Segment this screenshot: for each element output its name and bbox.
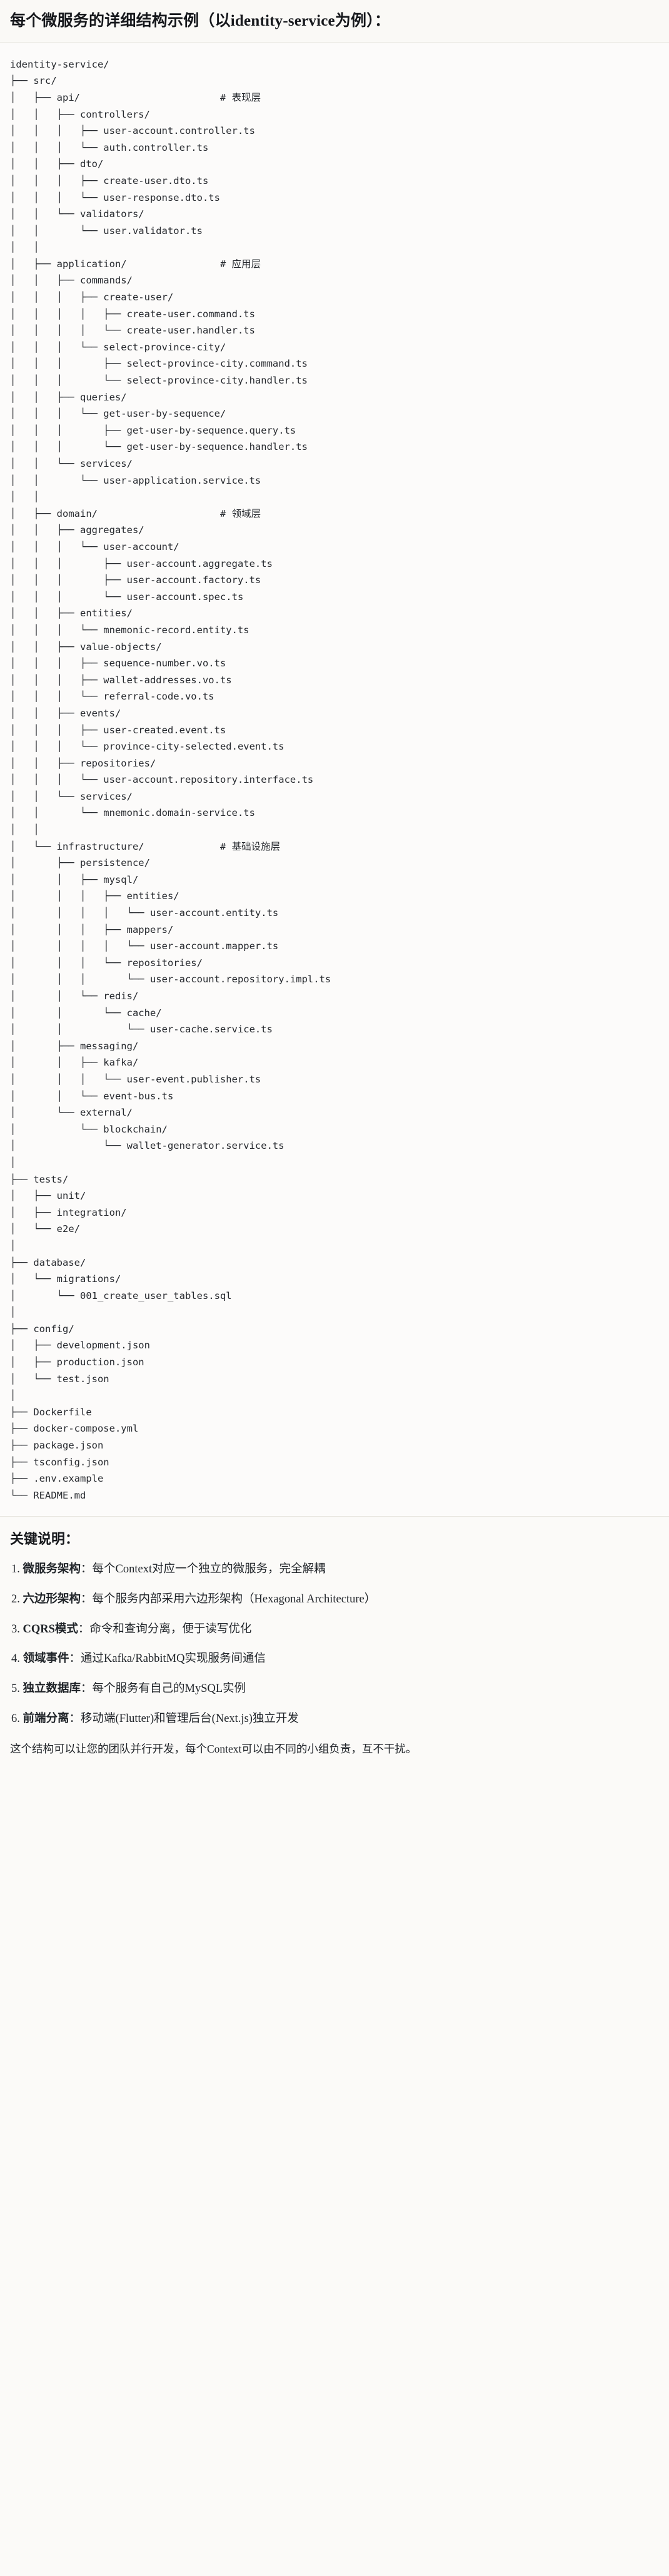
code-block: identity-service/ ├── src/ │ ├── api/ # … [0, 42, 669, 1517]
key-note-desc: 每个Context对应一个独立的微服务，完全解耦 [92, 1563, 326, 1576]
key-note-desc: 命令和查询分离，便于读写优化 [89, 1622, 252, 1636]
key-note-sep: ： [81, 1563, 93, 1576]
key-note-item: CQRS模式：命令和查询分离，便于读写优化 [11, 1621, 659, 1638]
key-note-item: 前端分离：移动端(Flutter)和管理后台(Next.js)独立开发 [11, 1711, 659, 1728]
closing-paragraph: 这个结构可以让您的团队并行开发，每个Context可以由不同的小组负责，互不干扰… [10, 1742, 417, 1755]
key-notes-title: 关键说明： [10, 1531, 79, 1547]
key-notes-list: 微服务架构：每个Context对应一个独立的微服务，完全解耦 六边形架构：每个服… [10, 1561, 659, 1728]
key-note-desc: 移动端(Flutter)和管理后台(Next.js)独立开发 [81, 1713, 299, 1726]
key-note-sep: ： [78, 1622, 90, 1636]
key-note-term: 六边形架构 [23, 1592, 81, 1606]
key-note-item: 六边形架构：每个服务内部采用六边形架构（Hexagonal Architectu… [11, 1591, 659, 1608]
page-title: 每个微服务的详细结构示例（以identity-service为例）： [10, 13, 391, 29]
heading-block: 每个微服务的详细结构示例（以identity-service为例）： [0, 0, 669, 43]
directory-tree: identity-service/ ├── src/ │ ├── api/ # … [10, 58, 331, 1501]
document-page: 每个微服务的详细结构示例（以identity-service为例）： ident… [0, 0, 669, 1769]
key-note-sep: ： [81, 1683, 93, 1696]
key-note-term: 微服务架构 [23, 1563, 81, 1576]
key-note-item: 独立数据库：每个服务有自己的MySQL实例 [11, 1681, 659, 1698]
key-note-item: 微服务架构：每个Context对应一个独立的微服务，完全解耦 [11, 1561, 659, 1578]
key-note-sep: ： [69, 1652, 81, 1666]
key-note-term: CQRS模式 [23, 1622, 78, 1636]
key-note-desc: 每个服务有自己的MySQL实例 [92, 1683, 246, 1696]
key-note-sep: ： [69, 1713, 81, 1726]
key-note-term: 领域事件 [23, 1652, 69, 1666]
key-note-term: 独立数据库 [23, 1683, 81, 1696]
key-note-item: 领域事件：通过Kafka/RabbitMQ实现服务间通信 [11, 1651, 659, 1667]
key-note-desc: 通过Kafka/RabbitMQ实现服务间通信 [81, 1652, 266, 1666]
key-note-term: 前端分离 [23, 1713, 69, 1726]
key-note-desc: 每个服务内部采用六边形架构（Hexagonal Architecture） [92, 1592, 376, 1606]
key-notes-section: 关键说明： 微服务架构：每个Context对应一个独立的微服务，完全解耦 六边形… [0, 1517, 669, 1770]
key-note-sep: ： [81, 1592, 93, 1606]
